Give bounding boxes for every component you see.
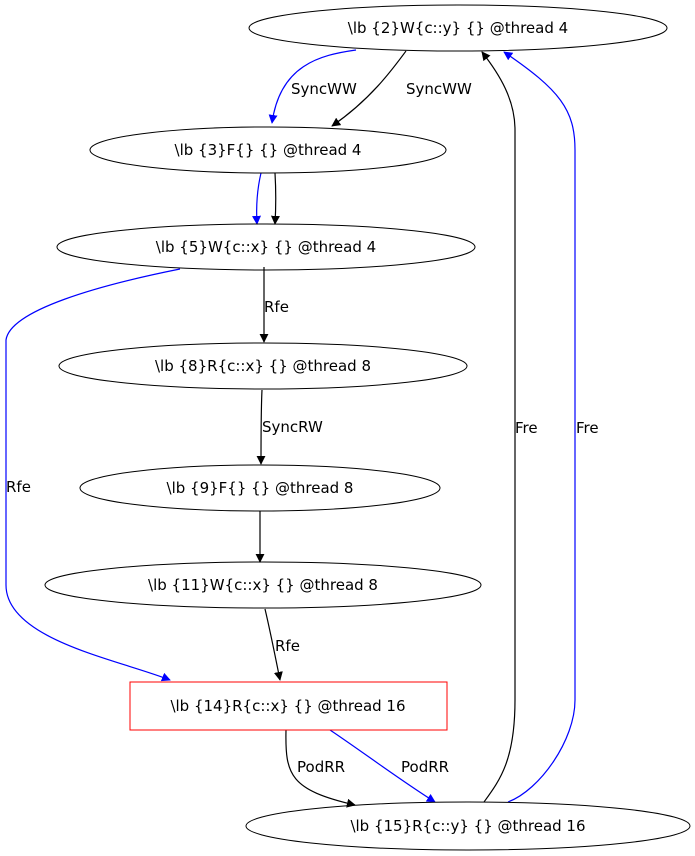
- edge-2-3-blue: [268, 49, 357, 124]
- node-8-shape: [58, 342, 468, 390]
- node-9-label: \lb {9}F{} {} @thread 8: [167, 479, 354, 497]
- edge-3-5-blue: [252, 172, 262, 225]
- edge-8-9: [256, 389, 266, 465]
- edges: [5, 49, 576, 808]
- edge-label-14-15-black: PodRR: [297, 758, 345, 776]
- edge-label-8-9: SyncRW: [262, 418, 323, 436]
- node-11-shape: [44, 561, 482, 609]
- edge-15-2-blue: [503, 51, 576, 803]
- edge-15-2-black: [481, 51, 516, 803]
- edge-label-2-3-black: SyncWW: [406, 80, 472, 98]
- node-event-9[interactable]: \lb {9}F{} {} @thread 8: [79, 464, 441, 512]
- edge-label-11-14: Rfe: [275, 637, 300, 655]
- edge-3-5-black: [270, 172, 280, 225]
- edge-label-14-15-blue: PodRR: [401, 758, 449, 776]
- edge-label-5-8: Rfe: [264, 298, 289, 316]
- node-event-8[interactable]: \lb {8}R{c::x} {} @thread 8: [58, 342, 468, 390]
- node-event-3[interactable]: \lb {3}F{} {} @thread 4: [89, 126, 447, 174]
- node-event-2[interactable]: \lb {2}W{c::y} {} @thread 4: [248, 4, 668, 52]
- edge-label-15-2-black: Fre: [515, 419, 538, 437]
- node-8-label: \lb {8}R{c::x} {} @thread 8: [155, 357, 371, 375]
- edge-14-15-black: [285, 729, 356, 808]
- edge-label-15-2-blue: Fre: [576, 419, 599, 437]
- node-event-11[interactable]: \lb {11}W{c::x} {} @thread 8: [44, 561, 482, 609]
- nodes: \lb {2}W{c::y} {} @thread 4 \lb {3}F{} {…: [44, 4, 691, 851]
- node-11-label: \lb {11}W{c::x} {} @thread 8: [148, 576, 378, 594]
- node-15-label: \lb {15}R{c::y} {} @thread 16: [350, 817, 585, 835]
- edge-2-3-black: [331, 50, 407, 127]
- edge-label-5-14: Rfe: [6, 478, 31, 496]
- node-9-shape: [79, 464, 441, 512]
- edge-11-14: [264, 608, 283, 681]
- node-14-shape: [129, 681, 448, 731]
- edge-5-14: [5, 268, 181, 682]
- node-14-label: \lb {14}R{c::x} {} @thread 16: [170, 697, 405, 715]
- edge-14-15-blue: [329, 729, 436, 803]
- edge-label-2-3-blue: SyncWW: [291, 80, 357, 98]
- node-2-label: \lb {2}W{c::y} {} @thread 4: [348, 19, 568, 37]
- node-5-label: \lb {5}W{c::x} {} @thread 4: [156, 238, 376, 256]
- node-3-shape: [89, 126, 447, 174]
- node-15-shape: [245, 801, 691, 851]
- edge-labels: SyncWW SyncWW Rfe Rfe SyncRW Rfe PodRR P…: [6, 80, 599, 776]
- node-event-14[interactable]: \lb {14}R{c::x} {} @thread 16: [129, 681, 448, 731]
- node-event-5[interactable]: \lb {5}W{c::x} {} @thread 4: [56, 223, 476, 271]
- node-2-shape: [248, 4, 668, 52]
- node-5-shape: [56, 223, 476, 271]
- node-3-label: \lb {3}F{} {} @thread 4: [175, 141, 362, 159]
- node-event-15[interactable]: \lb {15}R{c::y} {} @thread 16: [245, 801, 691, 851]
